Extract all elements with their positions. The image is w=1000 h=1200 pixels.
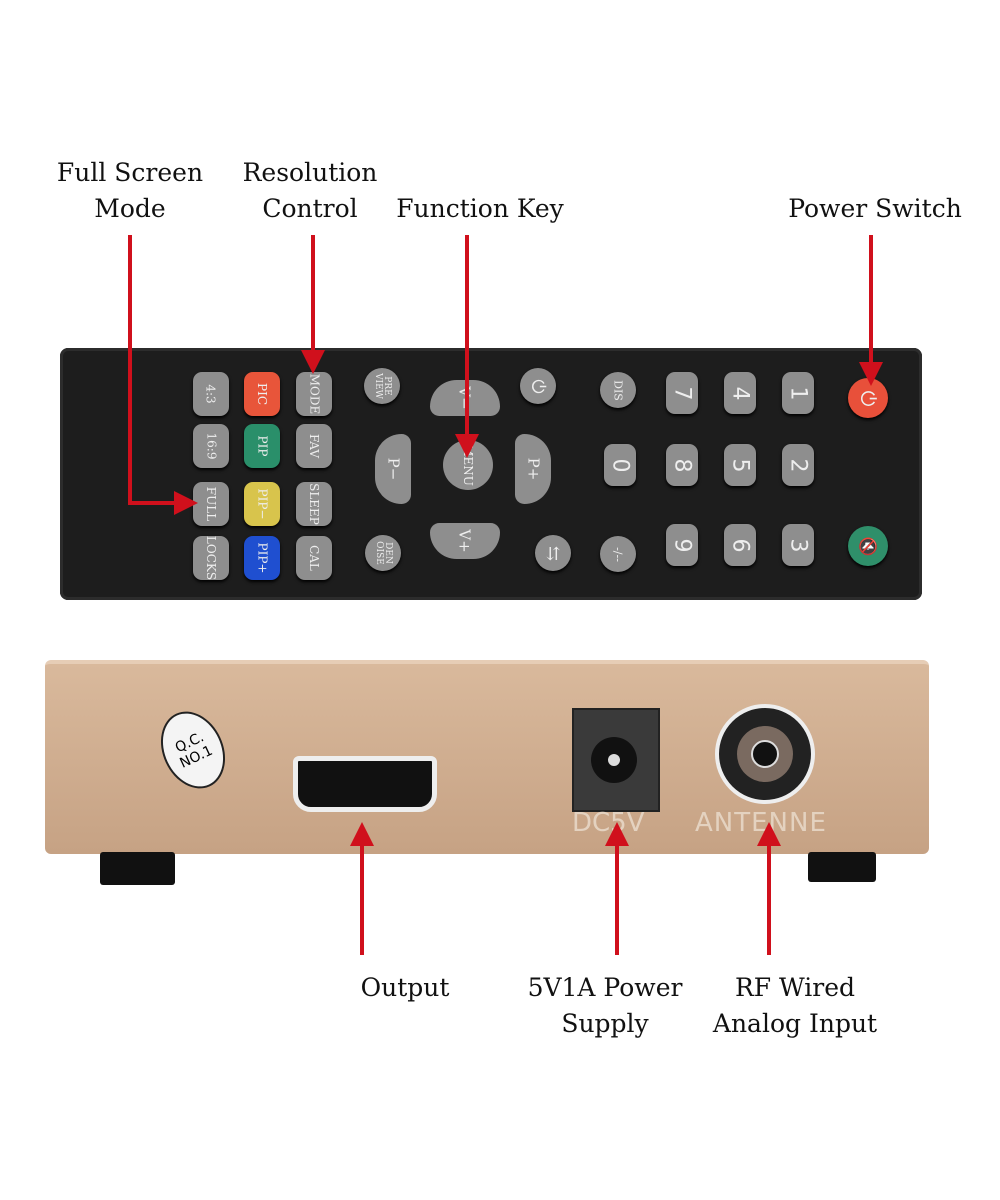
callout-line: Supply: [561, 1009, 649, 1038]
key-mode[interactable]: MODE: [296, 372, 332, 416]
key-dis[interactable]: DIS: [600, 372, 636, 408]
key-p-plus[interactable]: P+: [515, 434, 551, 504]
callout-line: 5V1A Power: [527, 973, 683, 1002]
key-16-9[interactable]: 16:9: [193, 424, 229, 468]
key-pip-minus[interactable]: PIP−: [244, 482, 280, 526]
callout-line: Mode: [94, 194, 166, 223]
antenna-port[interactable]: [715, 704, 815, 804]
hdmi-port[interactable]: [293, 756, 437, 812]
key-pip-plus[interactable]: PIP+: [244, 536, 280, 580]
callout-line: Control: [262, 194, 358, 223]
key-sleep[interactable]: SLEEP: [296, 482, 332, 526]
key-4-3[interactable]: 4:3: [193, 372, 229, 416]
key-9[interactable]: 9: [666, 524, 698, 566]
key-0[interactable]: 0: [604, 444, 636, 486]
key-fav[interactable]: FAV: [296, 424, 332, 468]
callout-line: Analog Input: [712, 1009, 878, 1038]
callout-output: Output: [360, 973, 450, 1002]
key-full[interactable]: FULL: [193, 482, 229, 526]
key-cal[interactable]: CAL: [296, 536, 332, 580]
callout-line: Full Screen: [56, 158, 204, 187]
key-return[interactable]: ⇆: [535, 535, 571, 571]
key-4[interactable]: 4: [724, 372, 756, 414]
key-pip[interactable]: PIP: [244, 424, 280, 468]
callout-line: RF Wired: [734, 973, 856, 1002]
key-2[interactable]: 2: [782, 444, 814, 486]
device-foot-left: [100, 852, 175, 885]
key-1[interactable]: 1: [782, 372, 814, 414]
callout-line: Resolution: [242, 158, 378, 187]
arrow-full-screen: [128, 235, 198, 515]
key-v-plus[interactable]: V+: [430, 523, 500, 559]
tv-tuner-box: Q.C.NO.1 DC5V ANTENNE: [45, 660, 929, 854]
mute-button[interactable]: 🔇: [848, 526, 888, 566]
callout-function-key: Function Key: [396, 194, 564, 223]
key-7[interactable]: 7: [666, 372, 698, 414]
key-5[interactable]: 5: [724, 444, 756, 486]
key-6[interactable]: 6: [724, 524, 756, 566]
key-pic[interactable]: PIC: [244, 372, 280, 416]
dc-power-jack[interactable]: [572, 708, 660, 812]
callout-power-switch: Power Switch: [788, 194, 962, 223]
key-dash[interactable]: -/--: [600, 536, 636, 572]
key-denoise[interactable]: DEN OISE: [365, 535, 401, 571]
key-p-minus[interactable]: P−: [375, 434, 411, 504]
key-preview[interactable]: PRE VIEW: [364, 368, 400, 404]
key-standby[interactable]: ⏻: [520, 368, 556, 404]
remote-control: 4:3 PIC MODE 16:9 PIP FAV FULL PIP− SLEE…: [60, 348, 922, 600]
key-locks[interactable]: LOCKS: [193, 536, 229, 580]
device-foot-right: [808, 852, 876, 882]
key-3[interactable]: 3: [782, 524, 814, 566]
key-8[interactable]: 8: [666, 444, 698, 486]
